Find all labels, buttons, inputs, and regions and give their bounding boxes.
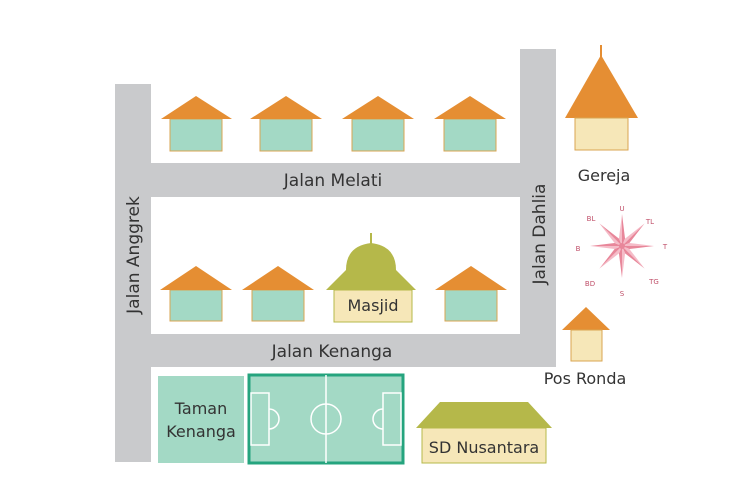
sd-nusantara: SD Nusantara: [416, 402, 552, 464]
gereja-label: Gereja: [578, 166, 631, 185]
compass-label-tg: TG: [648, 278, 659, 286]
road-jalan-anggrek: [115, 84, 151, 462]
masjid: Masjid: [326, 233, 416, 323]
compass-label-u: U: [619, 205, 624, 213]
taman-kenanga: Taman Kenanga: [158, 376, 244, 463]
masjid-label: Masjid: [348, 296, 399, 315]
pos-ronda: [562, 307, 610, 362]
compass-label-t: T: [662, 243, 668, 251]
compass-point: [622, 246, 654, 250]
compass-label-tl: TL: [645, 218, 654, 226]
house: [250, 96, 322, 152]
compass-point: [622, 214, 626, 246]
road-jalan-kenanga: [115, 334, 556, 367]
roads: [115, 49, 556, 462]
road-jalan-dahlia: [520, 49, 556, 367]
compass-label-bd: BD: [585, 280, 595, 288]
compass-center: [619, 243, 625, 249]
taman-label-line1: Taman: [174, 399, 227, 418]
house: [434, 96, 506, 152]
soccer-field: [247, 373, 405, 465]
compass-label-b: B: [576, 245, 581, 253]
compass-rose: U TL T TG S BD B BL: [576, 205, 668, 298]
pos-ronda-label: Pos Ronda: [544, 369, 627, 388]
compass-star: [590, 214, 654, 278]
compass-point: [590, 242, 622, 246]
road-label-anggrek: Jalan Anggrek: [124, 196, 144, 315]
gereja: [565, 45, 638, 151]
compass-point: [622, 246, 645, 269]
compass-point: [618, 246, 622, 278]
compass-label-s: S: [620, 290, 625, 298]
house: [342, 96, 414, 152]
road-jalan-melati: [115, 163, 556, 197]
house: [161, 96, 232, 152]
taman-label-line2: Kenanga: [166, 422, 236, 441]
sd-label: SD Nusantara: [429, 438, 539, 457]
road-label-melati: Jalan Melati: [283, 171, 382, 191]
house: [242, 266, 314, 322]
compass-label-bl: BL: [587, 215, 596, 223]
road-label-kenanga: Jalan Kenanga: [271, 342, 393, 362]
compass-point: [590, 246, 622, 250]
compass-point: [618, 214, 622, 246]
compass-point: [622, 242, 654, 246]
road-label-dahlia: Jalan Dahlia: [530, 184, 550, 286]
house: [435, 266, 507, 322]
compass-point: [599, 223, 622, 246]
compass-point: [599, 246, 622, 269]
house: [160, 266, 232, 322]
compass-point: [622, 246, 626, 278]
compass-point: [622, 223, 645, 246]
